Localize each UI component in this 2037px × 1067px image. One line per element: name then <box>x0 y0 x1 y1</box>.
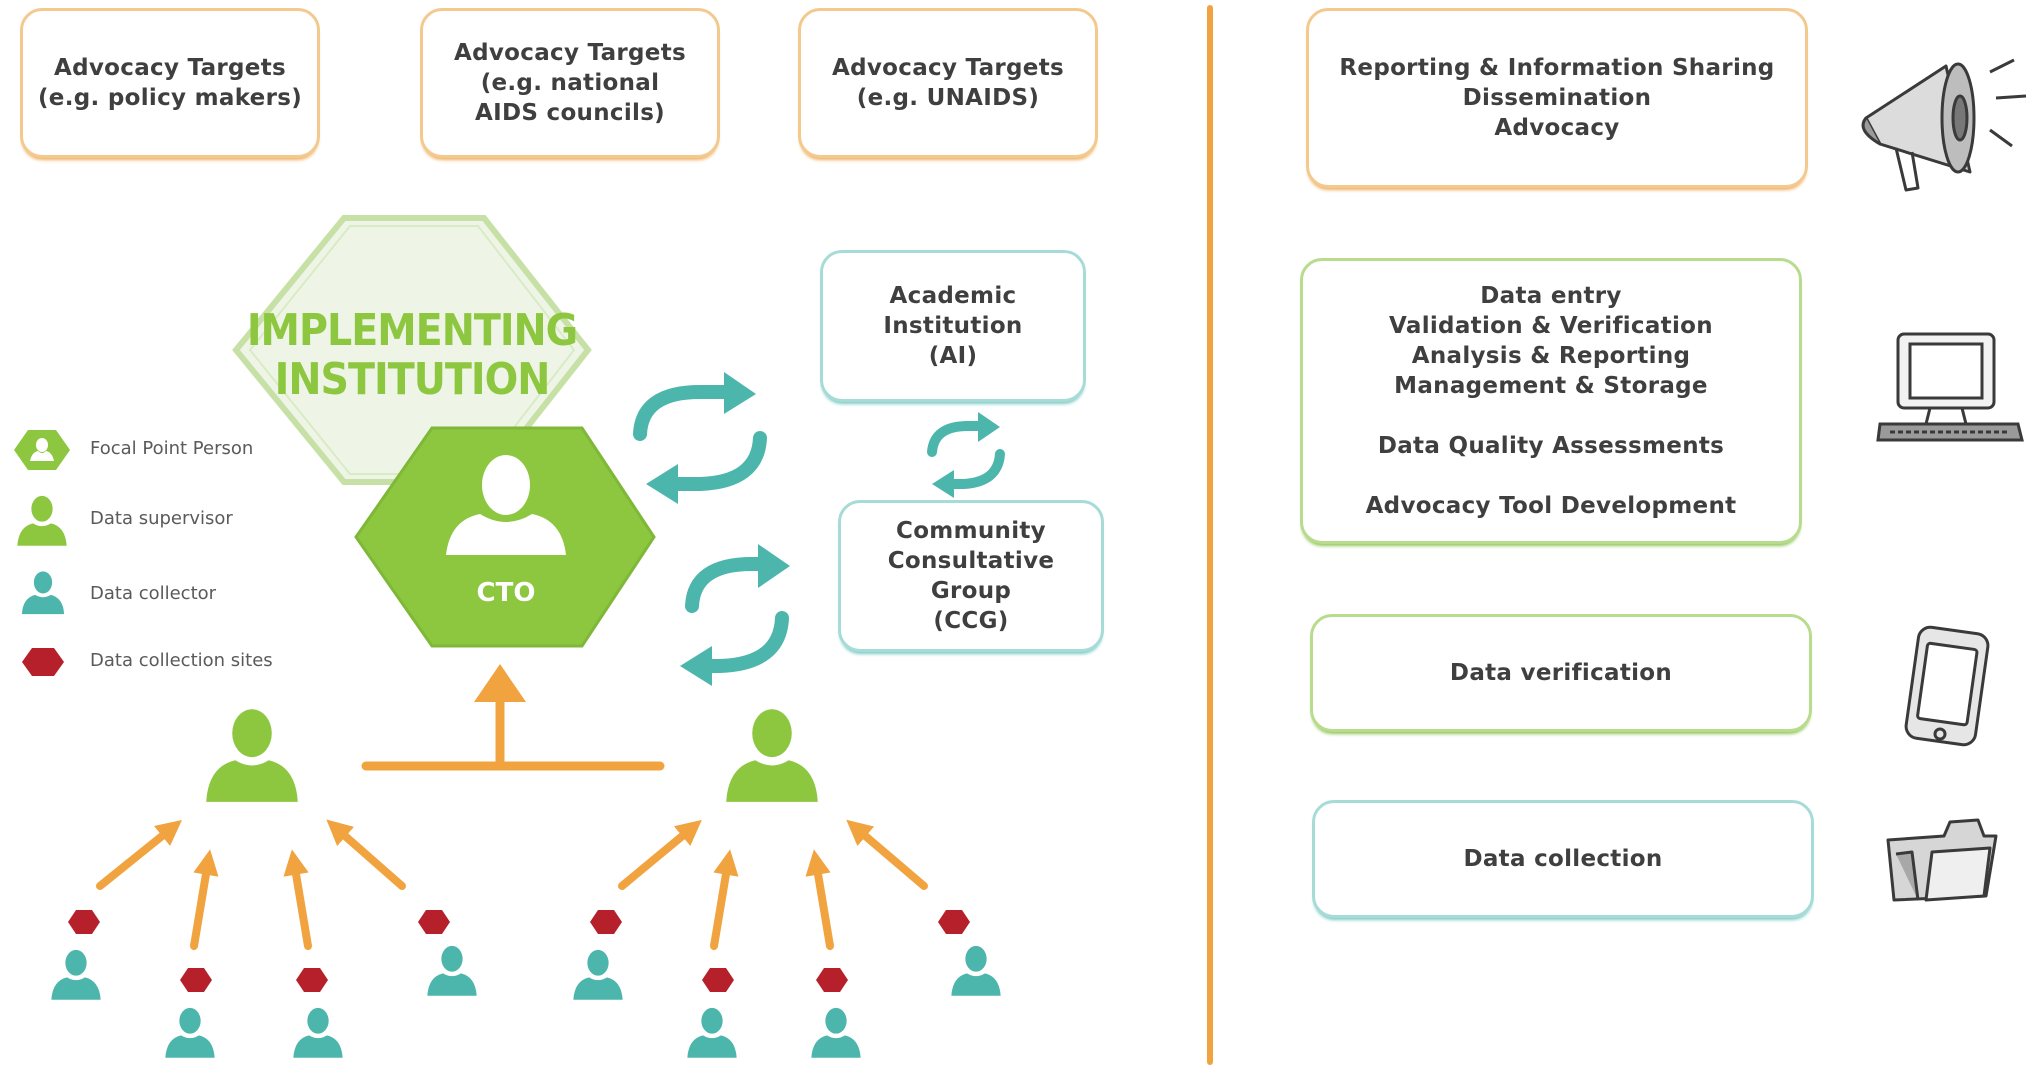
data-management-box: Data entry Validation & Verification Ana… <box>1300 258 1802 544</box>
data-supervisor-left <box>206 709 298 802</box>
advocacy-target-unaids: Advocacy Targets (e.g. UNAIDS) <box>798 8 1098 158</box>
hexagon-title-line-2: INSTITUTION <box>275 354 550 405</box>
site-hexagon <box>296 968 328 992</box>
advocacy-target-policy-makers: Advocacy Targets (e.g. policy makers) <box>20 8 320 158</box>
cycle-arrows-small <box>927 412 1005 498</box>
cycle-arrows-top <box>633 372 767 504</box>
academic-institution-box: Academic Institution (AI) <box>820 250 1086 402</box>
focal-point-hexagon-icon <box>14 430 70 470</box>
data-verification-box: Data verification <box>1310 614 1812 732</box>
hexagon-title-line-1: IMPLEMENTING <box>247 305 577 356</box>
data-collector <box>165 1007 215 1058</box>
legend-label-data-supervisor: Data supervisor <box>90 508 233 529</box>
management-line-validation: Validation & Verification <box>1389 313 1713 339</box>
site-hexagon <box>68 910 100 934</box>
site-hexagon <box>702 968 734 992</box>
folder-icon <box>1886 818 1998 902</box>
management-line-data-entry: Data entry <box>1480 283 1622 309</box>
site-hexagon <box>938 910 970 934</box>
site-hexagon <box>418 910 450 934</box>
collector-person-icon <box>21 571 65 615</box>
collector-arrows-left <box>96 819 406 950</box>
management-line-analysis: Analysis & Reporting <box>1411 343 1691 369</box>
implementing-institution-hexagon <box>232 215 592 485</box>
smartphone-icon <box>1904 625 1990 747</box>
site-hexagon-icon <box>22 648 64 676</box>
data-collector <box>427 945 477 996</box>
data-collection-box: Data collection <box>1312 800 1814 918</box>
legend-label-data-collector: Data collector <box>90 583 217 604</box>
upward-arrow-to-cto <box>361 664 665 771</box>
data-supervisor-right <box>726 709 818 802</box>
advocacy-target-national-aids-councils: Advocacy Targets (e.g. national AIDS cou… <box>420 8 720 158</box>
reporting-dissemination-box: Reporting & Information Sharing Dissemin… <box>1306 8 1808 188</box>
data-collector <box>573 949 623 1000</box>
site-hexagon <box>590 910 622 934</box>
management-line-dqa: Data Quality Assessments <box>1377 433 1725 459</box>
supervisor-person-icon <box>17 495 67 546</box>
management-line-advocacy-tool: Advocacy Tool Development <box>1365 493 1737 519</box>
data-collection-sites <box>68 910 970 992</box>
site-hexagon <box>816 968 848 992</box>
collector-arrows-right <box>618 819 928 950</box>
community-consultative-group-box: Community Consultative Group (CCG) <box>838 500 1104 652</box>
data-collector <box>51 949 101 1000</box>
data-collector <box>293 1007 343 1058</box>
data-collector <box>687 1007 737 1058</box>
computer-icon <box>1876 332 2024 442</box>
cto-label: CTO <box>477 578 536 608</box>
management-line-storage: Management & Storage <box>1394 373 1708 399</box>
cto-person-icon <box>446 455 566 555</box>
megaphone-icon <box>1861 58 2027 192</box>
site-hexagon <box>180 968 212 992</box>
data-collector <box>951 945 1001 996</box>
legend-label-data-collection-sites: Data collection sites <box>90 650 273 671</box>
legend-label-focal-point: Focal Point Person <box>90 438 254 459</box>
cycle-arrows-bottom <box>680 544 790 686</box>
data-collector <box>811 1007 861 1058</box>
